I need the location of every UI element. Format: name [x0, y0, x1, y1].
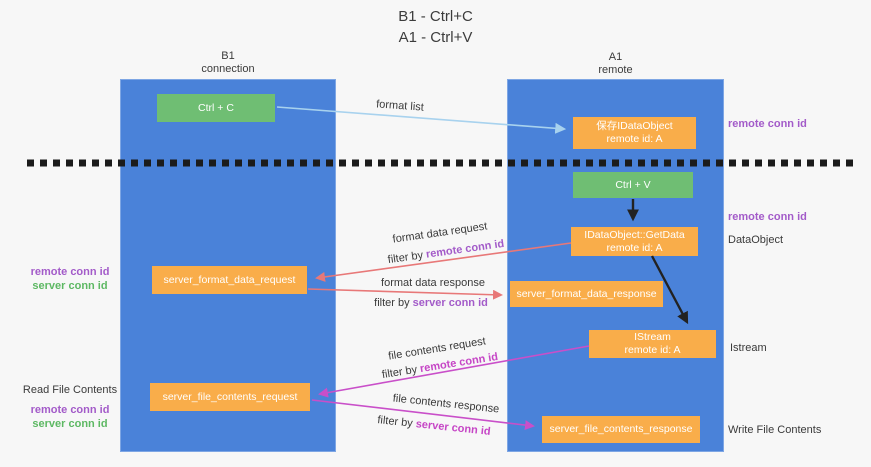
node-save-idataobject-line1: 保存IDataObject — [596, 120, 673, 132]
node-istream: IStream remote id: A — [589, 330, 716, 358]
node-save-idataobject: 保存IDataObject remote id: A — [573, 117, 696, 149]
right-column-role: remote — [598, 64, 633, 76]
right-label-remote-conn-id-2: remote conn id — [728, 211, 807, 223]
label-format-list: format list — [375, 98, 425, 114]
right-label-write-file-contents: Write File Contents — [728, 424, 822, 436]
arrow-format-data-response — [307, 288, 503, 300]
left-column-role: connection — [201, 63, 255, 75]
right-label-istream: Istream — [730, 342, 767, 354]
node-format-request-label: server_format_data_request — [163, 273, 296, 286]
node-getdata-line1: IDataObject::GetData — [584, 228, 685, 241]
label-format-data-response: format data response — [381, 277, 485, 289]
server-conn-id-text: server conn id — [415, 418, 492, 438]
node-ctrl-c: Ctrl + C — [157, 94, 275, 122]
left-label-server-conn-id-1: server conn id — [32, 280, 108, 292]
label-filter-server-1: filter by server conn id — [374, 297, 488, 309]
remote-conn-id-text: remote conn id — [425, 237, 505, 261]
right-column-header: A1 remote — [507, 51, 724, 77]
node-ctrl-c-label: Ctrl + C — [198, 101, 234, 114]
node-ctrl-v-label: Ctrl + V — [615, 178, 651, 191]
label-filter-server-2: filter by server conn id — [377, 414, 491, 438]
left-label-remote-conn-id-2: remote conn id — [30, 404, 110, 416]
label-file-contents-response: file contents response — [392, 392, 500, 416]
right-label-dataobject: DataObject — [728, 234, 784, 246]
node-server-file-contents-request: server_file_contents_request — [150, 383, 310, 411]
node-server-format-data-request: server_format_data_request — [152, 266, 307, 294]
node-save-idataobject-line2: remote id: A — [606, 133, 663, 145]
left-label-server-conn-id-2: server conn id — [32, 418, 108, 430]
filter-by-text: filter by — [374, 297, 413, 309]
node-server-file-contents-response: server_file_contents_response — [542, 416, 700, 443]
node-server-format-data-response: server_format_data_response — [510, 281, 663, 307]
left-label-remote-conn-id-1: remote conn id — [30, 266, 110, 278]
filter-by-text: filter by — [381, 363, 422, 382]
node-ctrl-v: Ctrl + V — [573, 172, 693, 198]
node-istream-line2: remote id: A — [624, 344, 681, 356]
filter-by-text: filter by — [376, 414, 417, 431]
node-getdata-line2: remote id: A — [606, 241, 663, 254]
node-istream-line1: IStream — [634, 331, 671, 343]
left-column-header: B1 connection — [120, 50, 336, 76]
left-column-name: B1 — [221, 50, 235, 62]
server-conn-id-text: server conn id — [412, 297, 488, 309]
title-line-1: B1 - Ctrl+C — [398, 8, 473, 25]
left-label-read-file-contents: Read File Contents — [22, 384, 118, 396]
filter-by-text: filter by — [387, 248, 427, 267]
node-idataobject-getdata: IDataObject::GetData remote id: A — [571, 227, 698, 256]
node-file-request-label: server_file_contents_request — [162, 390, 298, 403]
right-label-remote-conn-id-1: remote conn id — [728, 118, 807, 130]
title-line-2: A1 - Ctrl+V — [398, 29, 473, 46]
node-format-response-label: server_format_data_response — [516, 287, 657, 300]
right-column-name: A1 — [608, 51, 623, 63]
node-file-response-label: server_file_contents_response — [549, 423, 693, 435]
diagram-title: B1 - Ctrl+C A1 - Ctrl+V — [0, 6, 871, 48]
